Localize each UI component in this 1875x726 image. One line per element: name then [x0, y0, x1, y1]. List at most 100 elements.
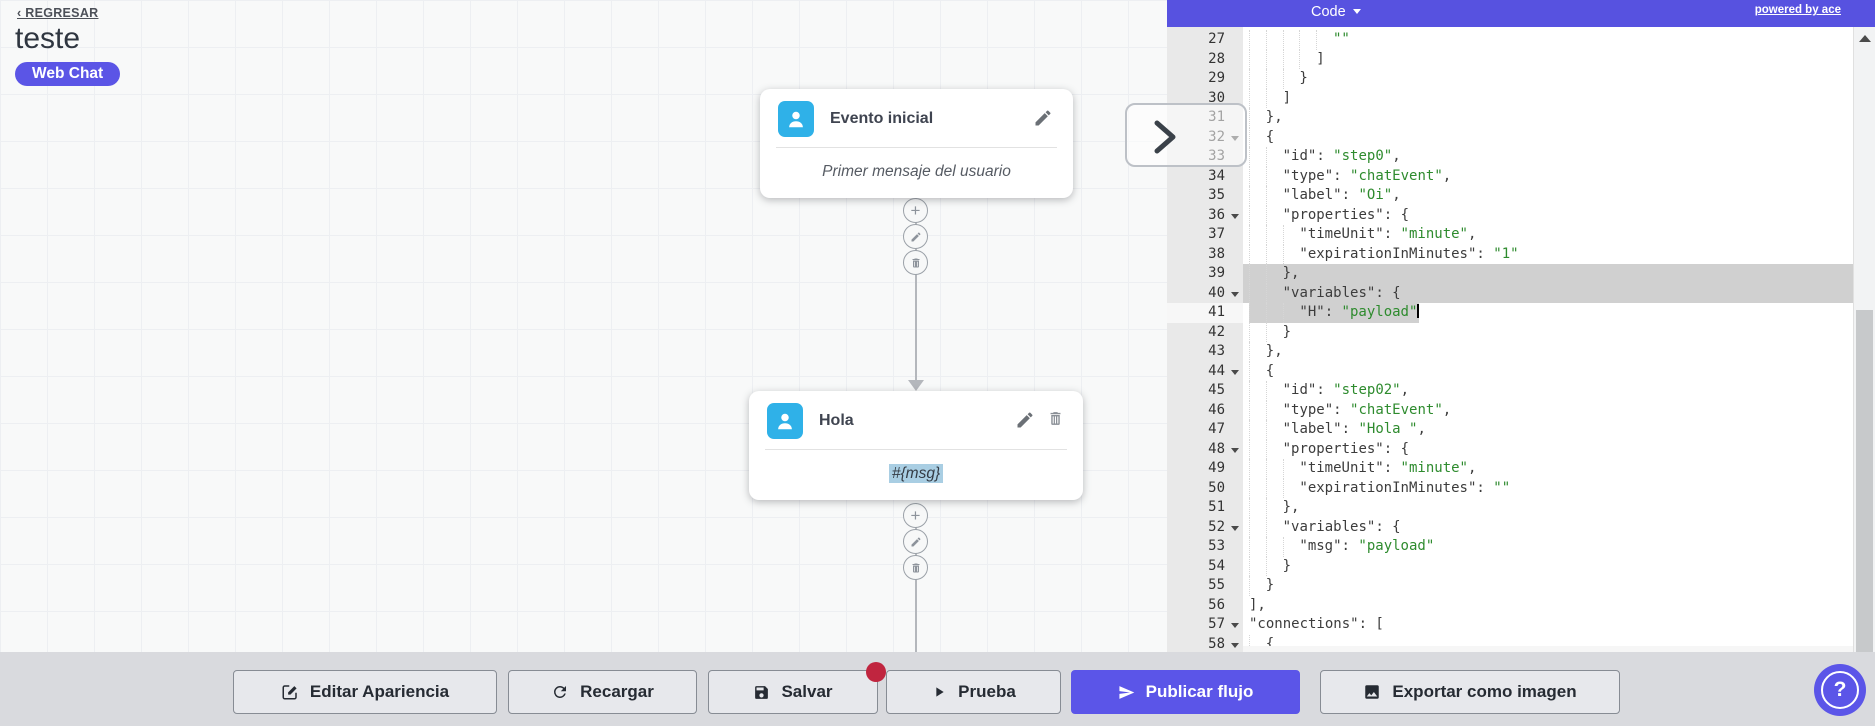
fold-arrow-icon[interactable]	[1231, 642, 1239, 652]
line-number: 49	[1167, 459, 1243, 479]
trash-icon	[912, 563, 919, 572]
code-line-33[interactable]: 33"id": "step0",	[1167, 147, 1853, 167]
edit-square-icon	[282, 685, 297, 700]
edit-connection-button[interactable]	[903, 224, 928, 249]
code-line-32[interactable]: 32{	[1167, 127, 1853, 147]
code-line-48[interactable]: 48"properties": {	[1167, 439, 1853, 459]
export-image-button[interactable]: Exportar como imagen	[1320, 670, 1620, 714]
node-body-text: Primer mensaje del usuario	[822, 163, 1011, 180]
code-line-49[interactable]: 49"timeUnit": "minute",	[1167, 459, 1853, 479]
line-number: 56	[1167, 595, 1243, 615]
code-line-47[interactable]: 47"label": "Hola ",	[1167, 420, 1853, 440]
fold-arrow-icon[interactable]	[1231, 447, 1239, 457]
vertical-scrollbar[interactable]	[1853, 27, 1875, 652]
line-number: 44	[1167, 361, 1243, 381]
code-editor[interactable]: 27""28]29}30]31},32{33"id": "step0",34"t…	[1167, 27, 1853, 652]
user-icon	[767, 403, 803, 439]
bottom-toolbar: Editar Apariencia Recargar Salvar Prueba…	[0, 652, 1875, 726]
edit-node-icon[interactable]	[1015, 410, 1037, 432]
horizontal-scrollbar[interactable]	[1243, 646, 1853, 652]
code-line-53[interactable]: 53"msg": "payload"	[1167, 537, 1853, 557]
code-panel: 27""28]29}30]31},32{33"id": "step0",34"t…	[1167, 0, 1875, 652]
line-number: 34	[1167, 166, 1243, 186]
code-line-29[interactable]: 29}	[1167, 69, 1853, 89]
code-line-51[interactable]: 51},	[1167, 498, 1853, 518]
plus-icon: +	[910, 506, 921, 525]
code-line-45[interactable]: 45"id": "step02",	[1167, 381, 1853, 401]
pencil-icon	[911, 231, 921, 241]
save-button[interactable]: Salvar	[708, 670, 878, 714]
code-line-50[interactable]: 50"expirationInMinutes": ""	[1167, 478, 1853, 498]
scrollbar-thumb[interactable]	[1856, 310, 1873, 652]
code-line-38[interactable]: 38"expirationInMinutes": "1"	[1167, 244, 1853, 264]
code-line-31[interactable]: 31},	[1167, 108, 1853, 128]
edit-node-icon[interactable]	[1033, 108, 1055, 130]
code-line-43[interactable]: 43},	[1167, 342, 1853, 362]
line-number: 41	[1167, 303, 1243, 323]
code-line-41[interactable]: 41"H": "payload"	[1167, 303, 1853, 323]
question-mark-icon: ?	[1833, 678, 1847, 701]
code-lines: 27""28]29}30]31},32{33"id": "step0",34"t…	[1167, 30, 1853, 652]
line-number: 27	[1167, 30, 1243, 50]
line-number: 52	[1167, 517, 1243, 537]
code-line-30[interactable]: 30]	[1167, 88, 1853, 108]
code-line-27[interactable]: 27""	[1167, 30, 1853, 50]
fold-arrow-icon[interactable]	[1231, 291, 1239, 301]
code-line-42[interactable]: 42}	[1167, 322, 1853, 342]
line-number: 40	[1167, 283, 1243, 303]
fold-arrow-icon[interactable]	[1231, 525, 1239, 535]
delete-connection-button[interactable]	[903, 555, 928, 580]
reload-button[interactable]: Recargar	[508, 670, 697, 714]
code-line-37[interactable]: 37"timeUnit": "minute",	[1167, 225, 1853, 245]
scroll-up-button[interactable]	[1854, 30, 1875, 46]
line-number: 38	[1167, 244, 1243, 264]
triangle-up-icon	[1858, 34, 1871, 42]
code-line-46[interactable]: 46"type": "chatEvent",	[1167, 400, 1853, 420]
divider	[765, 449, 1067, 450]
add-step-button[interactable]: +	[903, 198, 928, 223]
line-number: 45	[1167, 381, 1243, 401]
save-icon	[755, 685, 769, 699]
line-number: 36	[1167, 205, 1243, 225]
help-button[interactable]: ?	[1814, 664, 1866, 716]
powered-by-ace-link[interactable]: powered by ace	[1754, 4, 1841, 16]
add-step-button[interactable]: +	[903, 503, 928, 528]
code-line-44[interactable]: 44{	[1167, 361, 1853, 381]
line-number: 37	[1167, 225, 1243, 245]
chevron-right-icon	[1154, 120, 1176, 154]
fold-arrow-icon[interactable]	[1231, 623, 1239, 632]
code-line-56[interactable]: 56],	[1167, 595, 1853, 615]
code-line-28[interactable]: 28]	[1167, 49, 1853, 69]
publish-flow-button[interactable]: Publicar flujo	[1071, 670, 1300, 714]
test-button[interactable]: Prueba	[886, 670, 1061, 714]
code-line-58[interactable]: 58{	[1167, 634, 1853, 652]
code-panel-header: Code powered by ace	[1167, 0, 1875, 27]
line-number: 50	[1167, 478, 1243, 498]
code-line-52[interactable]: 52"variables": {	[1167, 517, 1853, 537]
code-mode-dropdown[interactable]: Code	[1311, 4, 1361, 20]
play-icon	[936, 687, 944, 697]
node-hola[interactable]: Hola #{msg}	[749, 391, 1083, 500]
back-link[interactable]: ‹ REGRESAR	[17, 6, 99, 20]
node-evento-inicial[interactable]: Evento inicial Primer mensaje del usuari…	[760, 89, 1073, 198]
code-line-57[interactable]: 57"connections": [	[1167, 615, 1853, 635]
code-line-40[interactable]: 40"variables": {	[1167, 283, 1853, 303]
code-line-36[interactable]: 36"properties": {	[1167, 205, 1853, 225]
code-line-39[interactable]: 39},	[1167, 264, 1853, 284]
code-line-34[interactable]: 34"type": "chatEvent",	[1167, 166, 1853, 186]
delete-node-icon[interactable]	[1047, 410, 1065, 432]
fold-arrow-icon[interactable]	[1231, 369, 1239, 379]
code-line-54[interactable]: 54}	[1167, 556, 1853, 576]
code-line-35[interactable]: 35"label": "Oi",	[1167, 186, 1853, 206]
channel-badge: Web Chat	[15, 62, 121, 86]
edit-appearance-button[interactable]: Editar Apariencia	[233, 670, 497, 714]
user-icon	[778, 101, 814, 137]
line-number: 35	[1167, 186, 1243, 206]
collapse-panel-button[interactable]	[1125, 103, 1247, 167]
code-line-55[interactable]: 55}	[1167, 576, 1853, 596]
line-number: 47	[1167, 420, 1243, 440]
line-number: 51	[1167, 498, 1243, 518]
delete-connection-button[interactable]	[903, 250, 928, 275]
edit-connection-button[interactable]	[903, 529, 928, 554]
fold-arrow-icon[interactable]	[1231, 213, 1239, 223]
